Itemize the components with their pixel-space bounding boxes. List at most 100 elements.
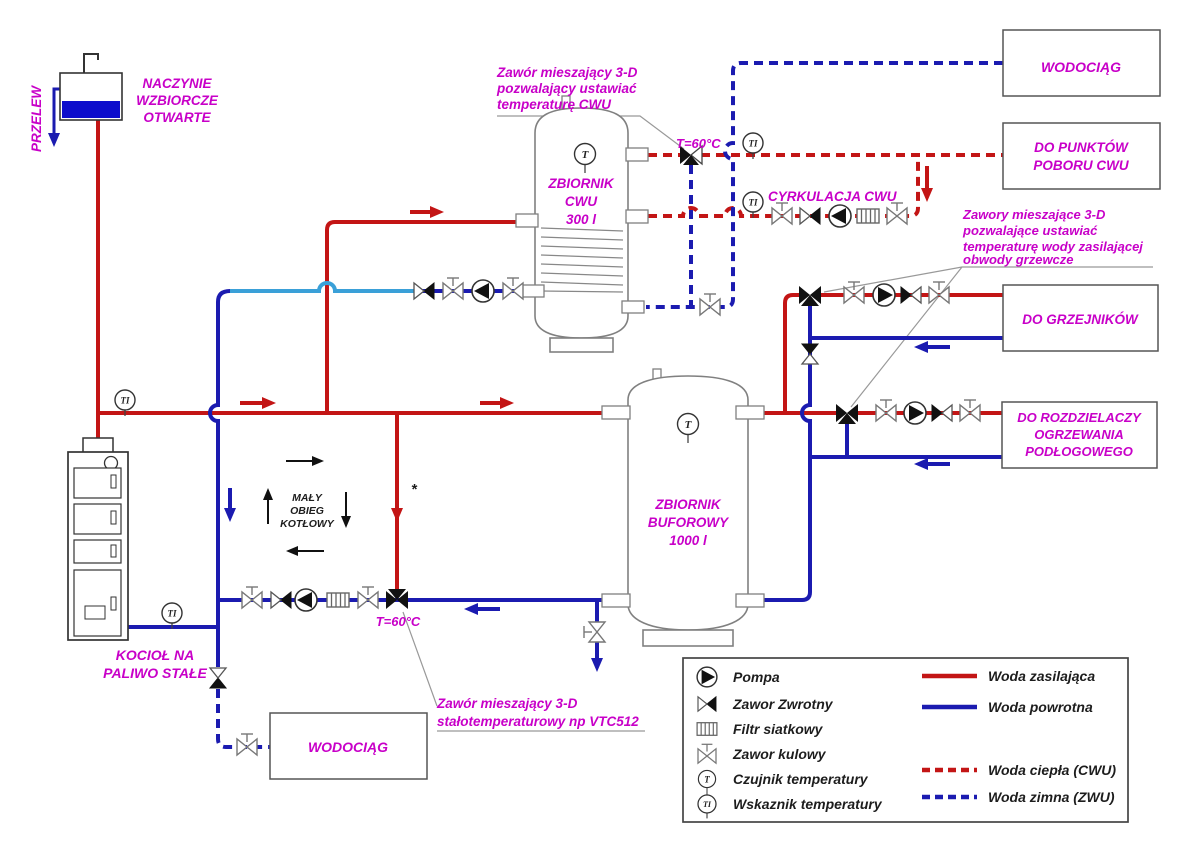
do-punktow-box (1002, 122, 1161, 190)
ball-valve-icon (771, 202, 793, 225)
boiler-label: PALIWO STAŁE (103, 665, 207, 681)
tank-port (625, 209, 649, 224)
boiler-loop-label: MAŁY (292, 492, 323, 504)
box-label: DO ROZDZIELACZY (1017, 410, 1142, 425)
box-label: DO PUNKTÓW (1034, 140, 1129, 155)
door-handle (110, 544, 117, 558)
temperature-indicator-icon (742, 191, 764, 219)
cwu-tank-label: 300 l (566, 212, 596, 227)
ash-vent (84, 605, 106, 620)
pipe-coil-return-light (230, 281, 417, 293)
ball-valve-icon (442, 277, 464, 300)
do-grzejnikow-box (1002, 284, 1159, 352)
ball-valve-icon (875, 399, 897, 422)
flow-arrows (48, 128, 950, 672)
door-handle (110, 596, 117, 611)
door-handle (110, 474, 117, 489)
vessel-label: NACZYNIE (142, 76, 212, 91)
zwu-pipes (216, 61, 1003, 749)
pipe-right-vertical (764, 305, 812, 602)
legend-line-label: Woda powrotna (988, 699, 1093, 715)
cwu-valve-note: pozwalający ustawiać (496, 81, 637, 96)
vent-pipe (83, 53, 99, 73)
legend-item-label: Czujnik temperatury (733, 771, 869, 787)
pipe-cwu-circulation (648, 155, 920, 218)
box-label: DO GRZEJNIKÓW (1022, 312, 1139, 327)
cyrkulacja-label: CYRKULACJA CWU (768, 189, 898, 204)
expansion-vessel (59, 53, 123, 121)
vtc-valve-note: Zawór mieszający 3-D (436, 696, 578, 711)
check-valve-icon (931, 404, 953, 422)
tank-port (601, 593, 631, 608)
do-rozdzielaczy-box (1001, 401, 1158, 469)
box-label: POBORU CWU (1033, 158, 1129, 173)
mixing-valve-icon (799, 286, 821, 306)
tank-port (621, 300, 645, 314)
vessel-label: WZBIORCZE (136, 93, 219, 108)
pump-icon (828, 204, 852, 228)
filter-icon (856, 208, 880, 224)
boiler-collar (82, 437, 114, 454)
ball-valve-icon (357, 586, 379, 609)
pump-icon (903, 401, 927, 425)
legend-item-label: Zawor kulowy (732, 746, 827, 762)
tank-body (534, 107, 629, 339)
boiler-label: KOCIOŁ NA (116, 647, 195, 663)
pipe-cwu-coil-supply (325, 220, 518, 413)
buffer-tank-label: BUFOROWY (648, 515, 730, 530)
legend-item-label: Pompa (733, 669, 780, 685)
przelew-label: PRZELEW (29, 85, 44, 152)
return-flow-arrow (48, 128, 950, 672)
ball-valve-icon (699, 293, 721, 316)
cwu-tank-label: ZBIORNIK (547, 176, 614, 191)
door-handle (110, 510, 117, 525)
filter-icon (326, 592, 350, 608)
tank-port (515, 213, 539, 228)
cwu-tank-label: CWU (565, 194, 598, 209)
ball-valve-icon (241, 586, 263, 609)
destination-boxes: WODOCIĄG DO PUNKTÓW POBORU CWU DO GRZEJN… (269, 29, 1161, 780)
pipe-circuit1-riser (783, 293, 800, 413)
buffer-tank-label: 1000 l (669, 533, 707, 548)
ball-valve-icon (959, 399, 981, 422)
legend-box (682, 657, 1129, 823)
tank-port (601, 405, 631, 420)
check-valve-icon (900, 286, 922, 304)
boiler-loop-arrows (263, 456, 351, 556)
drain-valve-icon (583, 621, 606, 643)
legend: Pompa Zawor Zwrotny Filtr siatkowy Zawor… (682, 657, 1129, 823)
buffer-tank-label: ZBIORNIK (654, 497, 721, 512)
check-valve-icon (209, 667, 227, 689)
ball-valve-icon (886, 202, 908, 225)
cwu-tank (515, 95, 649, 353)
legend-line-label: Woda zimna (ZWU) (988, 789, 1115, 805)
boiler-loop-label: KOTŁOWY (280, 518, 335, 530)
legend-line-label: Woda ciepła (CWU) (988, 762, 1116, 778)
pump-icon (696, 666, 718, 688)
thermostatic-valve-icon (386, 589, 408, 609)
t60-top-label: T=60°C (676, 136, 721, 151)
ball-valve-icon (928, 281, 950, 304)
wodociag-bottom-box (269, 712, 428, 780)
cwu-valve-note: Zawór mieszający 3-D (496, 65, 638, 80)
water-level (62, 101, 120, 118)
boiler-door (73, 539, 122, 564)
heating-coil (540, 227, 624, 293)
pipe-makeup (216, 689, 270, 749)
mixing-valve-icon (836, 404, 858, 424)
pump-icon (471, 279, 495, 303)
box-label: PODŁOGOWEGO (1025, 444, 1133, 459)
check-valve-icon (799, 207, 821, 225)
legend-item-label: Wskaznik temperatury (733, 796, 883, 812)
legend-item-label: Zawor Zwrotny (732, 696, 834, 712)
tank-skirt (549, 337, 614, 353)
pump-icon (294, 588, 318, 612)
vtc-valve-note: stałotemperaturowy np VTC512 (437, 714, 639, 729)
legend-item-label: Filtr siatkowy (733, 721, 824, 737)
supply-flow-arrow (240, 166, 933, 522)
boiler-loop-label: OBIEG (290, 505, 324, 517)
pump-icon (872, 283, 896, 307)
tank-port (735, 405, 765, 420)
t60-bottom-label: T=60°C (376, 614, 421, 629)
tank-skirt (642, 629, 734, 647)
